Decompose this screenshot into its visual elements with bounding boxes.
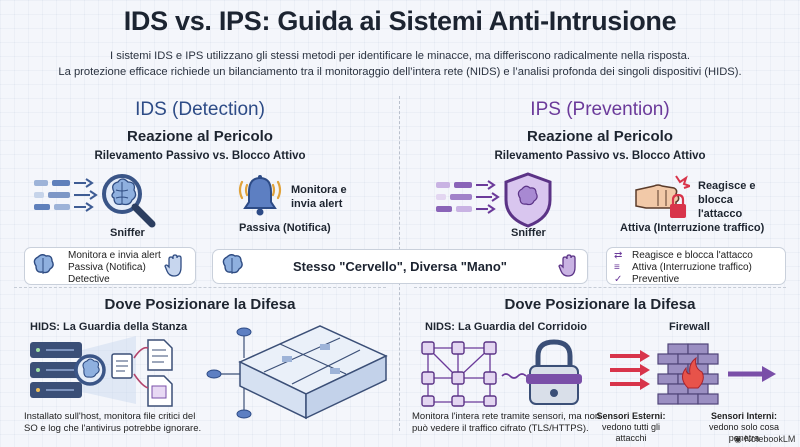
open-hand-icon — [164, 254, 182, 277]
ids-title: IDS (Detection) — [135, 99, 265, 120]
building-floorplan-illustration — [206, 325, 388, 420]
log-file-icon — [111, 353, 133, 379]
ids-reaction-subheading: Rilevamento Passivo vs. Blocco Attivo — [94, 150, 306, 162]
fire-icon — [682, 356, 704, 389]
ips-block-label: Reagisce e blocca l'attacco — [698, 180, 756, 220]
document-icon — [147, 339, 173, 407]
ids-placement-heading: Dove Posizionare la Difesa — [104, 296, 296, 313]
nids-network-illustration — [421, 339, 582, 407]
ids-legend-list: Monitora e invia alert Passiva (Notifica… — [68, 250, 161, 286]
stop-hand-icon — [558, 254, 576, 277]
ips-reaction-subheading: Rilevamento Passivo vs. Blocco Attivo — [494, 150, 706, 162]
shield-brain-icon — [504, 172, 552, 228]
page-title: IDS vs. IPS: Guida ai Sistemi Anti-Intru… — [123, 6, 677, 36]
ids-reaction-heading: Reazione al Pericolo — [127, 128, 273, 145]
ips-sniffer-illustration — [436, 172, 552, 228]
ips-legend-item: Preventive — [632, 274, 680, 285]
notebooklm-logo-icon: ◉ — [734, 434, 742, 444]
swap-arrows-icon: ⇄ — [614, 250, 623, 261]
server-icon — [30, 342, 82, 398]
outgoing-arrow-icon — [728, 366, 776, 382]
padlock-blindfold-icon — [526, 339, 582, 405]
ips-sniffer-label: Sniffer — [511, 227, 546, 239]
bell-icon — [238, 175, 282, 216]
fist-lock-icon — [635, 175, 690, 218]
ips-placement-heading: Dove Posizionare la Difesa — [504, 296, 696, 313]
data-stream-icon — [34, 178, 98, 212]
firewall-title: Firewall — [669, 321, 710, 333]
magnifier-brain-icon — [102, 174, 156, 228]
center-banner-text: Stesso "Cervello", Diversa "Mano" — [293, 259, 507, 274]
hids-server-illustration — [30, 336, 173, 407]
center-banner — [212, 249, 588, 284]
hids-description: Installato sull'host, monitora file crit… — [24, 411, 202, 434]
ips-reaction-heading: Reazione al Pericolo — [527, 128, 673, 145]
ids-legend-item: Passiva (Notifica) — [68, 262, 146, 273]
subtitle-line-2: La protezione efficace richiede un bilan… — [58, 66, 742, 78]
ips-legend-box — [606, 247, 786, 285]
external-sensors-note: Sensori Esterni: vedono tutti gli attacc… — [596, 411, 666, 443]
ids-legend-item: Detective — [68, 274, 110, 285]
ids-sniffer-label: Sniffer — [110, 227, 145, 239]
ips-legend-icons: ⇄ ≡ ✓ — [614, 250, 622, 286]
hids-title: HIDS: La Guardia della Stanza — [30, 321, 188, 333]
nids-title: NIDS: La Guardia del Corridoio — [425, 321, 587, 333]
magnifier-brain-icon — [74, 354, 106, 386]
brain-icon — [222, 254, 243, 274]
ips-title: IPS (Prevention) — [530, 99, 670, 120]
subtitle-line-1: I sistemi IDS e IPS utilizzano gli stess… — [110, 50, 690, 62]
ips-active-label: Attiva (Interruzione traffico) — [620, 222, 765, 234]
firewall-illustration — [610, 343, 776, 405]
nids-description: Monitora l'intera rete tramite sensori, … — [412, 411, 601, 434]
ips-legend-item: Attiva (Interruzione traffico) — [632, 262, 752, 273]
lines-icon: ≡ — [614, 262, 620, 273]
ids-passive-label: Passiva (Notifica) — [239, 222, 331, 234]
ids-legend-item: Monitora e invia alert — [68, 250, 161, 261]
internal-sensors-note: Sensori Interni: vedono solo cosa penetr… — [708, 411, 780, 443]
data-stream-icon — [436, 180, 500, 214]
sensor-node-icon — [206, 327, 252, 419]
ids-alert-label: Monitora e invia alert — [291, 184, 347, 210]
brain-icon — [33, 254, 54, 274]
network-node-icon — [421, 341, 497, 407]
incoming-arrows-icon — [610, 350, 650, 390]
left-section-divider — [14, 287, 386, 288]
right-section-divider — [414, 287, 786, 288]
ips-legend-list: Reagisce e blocca l'attacco Attiva (Inte… — [632, 250, 753, 286]
scan-beam — [82, 336, 136, 404]
ips-legend-item: Reagisce e blocca l'attacco — [632, 250, 753, 261]
checkmark-icon: ✓ — [614, 274, 623, 285]
ids-sniffer-illustration — [34, 174, 156, 228]
notebooklm-watermark: ◉ NotebookLM — [734, 434, 796, 444]
